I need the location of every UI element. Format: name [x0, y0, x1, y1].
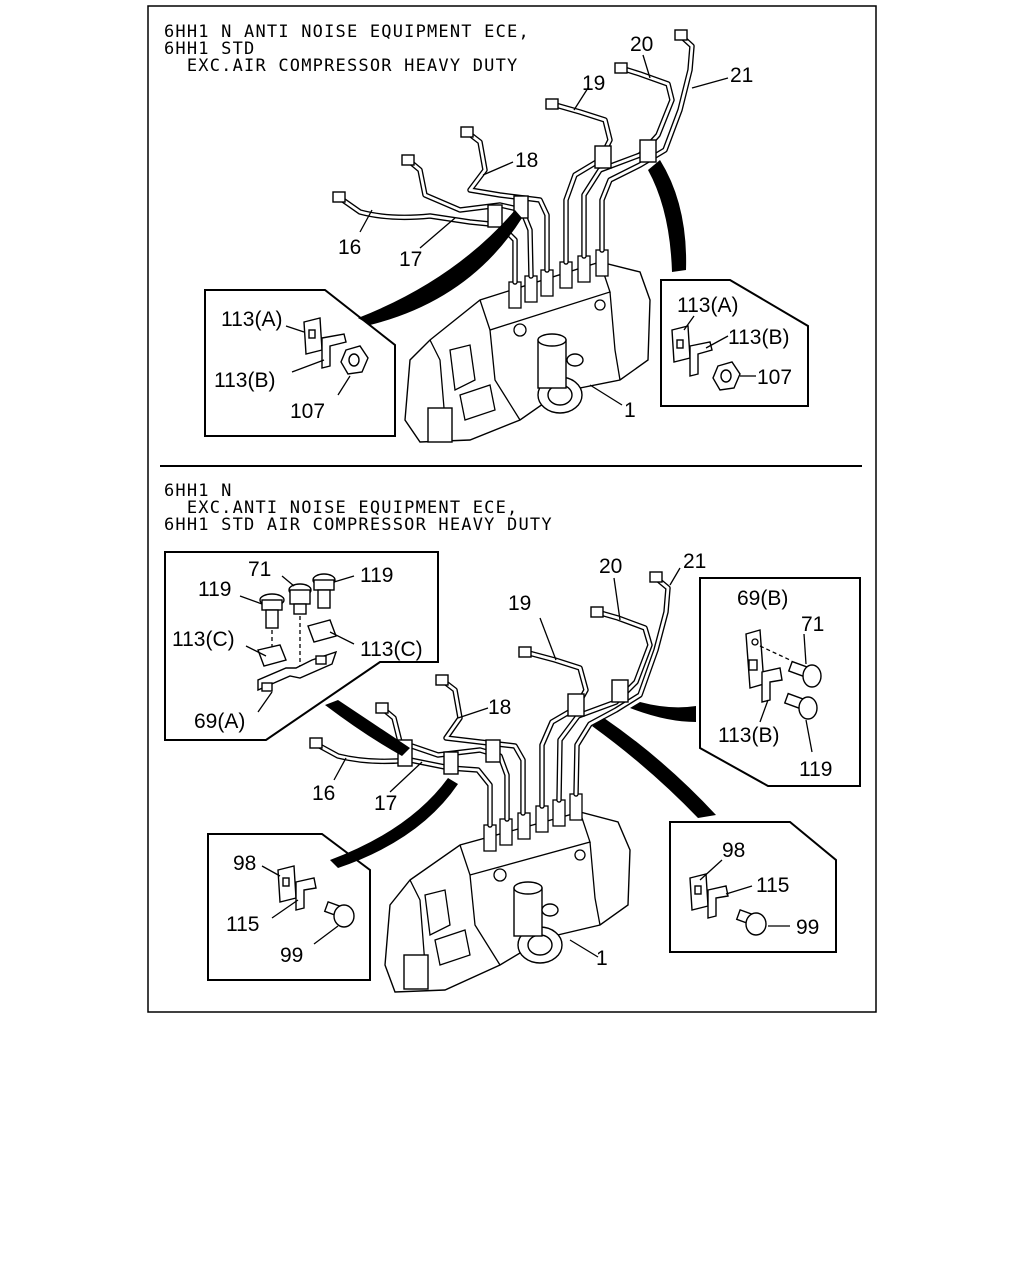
- detail-box-bottom-lower-left: [207, 833, 371, 981]
- diagram-frame: [147, 5, 877, 1013]
- top-header-line-3: EXC.AIR COMPRESSOR HEAVY DUTY: [164, 56, 518, 76]
- detail-box-top-right: [660, 279, 809, 407]
- part-label-71-ul: 71: [248, 558, 271, 581]
- bottom-header-line-1: 6HH1 N: [164, 481, 233, 501]
- top-section: 6HH1 N ANTI NOISE EQUIPMENT ECE, 6HH1 ST…: [164, 22, 809, 443]
- detail-box-bottom-upper-left: [164, 551, 439, 741]
- part-label-98-lr: 98: [722, 839, 745, 862]
- part-label-20-b: 20: [599, 555, 622, 578]
- detail-wedge-bottom-upper-right: [630, 702, 696, 722]
- bolt-71-side: [787, 660, 822, 688]
- part-label-71-ur: 71: [801, 613, 824, 636]
- part-label-113a-right: 113(A): [677, 294, 738, 317]
- part-label-21: 21: [730, 64, 753, 87]
- part-label-113a-left: 113(A): [221, 308, 282, 331]
- detail-wedge-bottom-upper-left: [325, 700, 410, 756]
- part-label-119-ur: 119: [799, 758, 832, 781]
- part-label-69b-ur: 69(B): [737, 587, 788, 610]
- top-header-line-1: 6HH1 N ANTI NOISE EQUIPMENT ECE,: [164, 22, 530, 42]
- part-label-16-b: 16: [312, 782, 335, 805]
- part-label-119-ul-left: 119: [198, 578, 231, 601]
- part-label-1-b: 1: [596, 947, 608, 970]
- part-label-19-b: 19: [508, 592, 531, 615]
- part-label-107-left: 107: [290, 400, 325, 423]
- part-label-98-ll: 98: [233, 852, 256, 875]
- injection-pump-top: [404, 249, 651, 443]
- part-label-99-ll: 99: [280, 944, 303, 967]
- part-label-113b-left: 113(B): [214, 369, 275, 392]
- injection-pipes-bottom: [309, 571, 671, 828]
- detail-wedge-top-left: [358, 210, 522, 325]
- detail-box-bottom-upper-right: [699, 577, 861, 787]
- part-label-19: 19: [582, 72, 605, 95]
- bottom-header-line-3: 6HH1 STD AIR COMPRESSOR HEAVY DUTY: [164, 515, 553, 535]
- part-label-17: 17: [399, 248, 422, 271]
- part-label-113c-ul-right: 113(C): [360, 638, 423, 661]
- detail-wedge-bottom-lower-left: [330, 778, 458, 868]
- part-label-107-right: 107: [757, 366, 792, 389]
- detail-wedge-bottom-lower-right: [592, 718, 716, 818]
- bottom-header-line-2: EXC.ANTI NOISE EQUIPMENT ECE,: [164, 498, 518, 518]
- injection-pump-bottom: [384, 793, 631, 993]
- part-label-119-ul-right: 119: [360, 564, 393, 587]
- bolt-71-upper: [288, 583, 312, 615]
- part-label-113b-ur: 113(B): [718, 724, 779, 747]
- part-label-69a-ul: 69(A): [194, 710, 245, 733]
- part-label-20: 20: [630, 33, 653, 56]
- part-label-17-b: 17: [374, 792, 397, 815]
- part-label-21-b: 21: [683, 550, 706, 573]
- part-label-18-b: 18: [488, 696, 511, 719]
- bottom-section: 6HH1 N EXC.ANTI NOISE EQUIPMENT ECE, 6HH…: [164, 481, 861, 993]
- top-header-line-2: 6HH1 STD: [164, 39, 255, 59]
- part-label-113b-right: 113(B): [728, 326, 789, 349]
- part-label-16: 16: [338, 236, 361, 259]
- bolt-119-left: [259, 593, 285, 629]
- part-label-115-lr: 115: [756, 874, 789, 897]
- detail-box-bottom-lower-right: [669, 821, 837, 953]
- detail-box-top-left: [204, 289, 396, 437]
- part-label-115-ll: 115: [226, 913, 259, 936]
- bolt-119-side: [783, 692, 818, 720]
- part-label-1: 1: [624, 399, 636, 422]
- detail-wedge-top-right: [648, 160, 687, 272]
- part-label-18: 18: [515, 149, 538, 172]
- bolt-119-right: [312, 573, 336, 609]
- part-label-113c-ul-left: 113(C): [172, 628, 235, 651]
- part-label-99-lr: 99: [796, 916, 819, 939]
